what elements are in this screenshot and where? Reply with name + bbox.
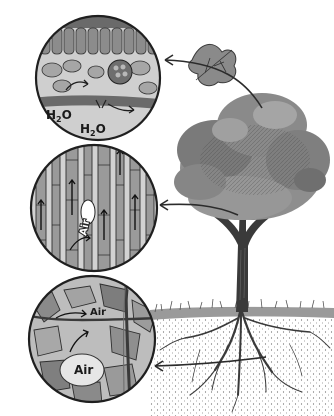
tree [150,93,334,416]
leaf-cross-section-circle: H2O H2O [30,16,170,140]
label-root-air-bottom: Air [74,363,93,377]
label-root-air-top: Air [90,307,106,318]
stem-cross-section-circle: Air [31,140,157,280]
root-soil-circle: Air Air [29,276,160,406]
tree-canopy [174,93,330,220]
soil [150,318,334,416]
leaf-sample [189,44,236,85]
